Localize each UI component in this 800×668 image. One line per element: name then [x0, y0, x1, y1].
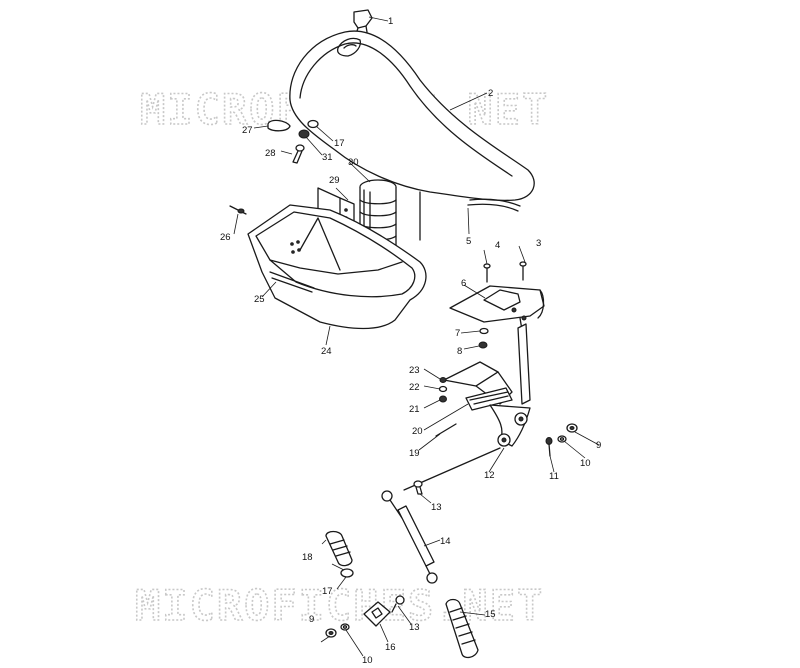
part-plate [363, 601, 391, 627]
part-nut-upper [298, 129, 310, 139]
part-washer-upper [307, 119, 319, 129]
callout-13-lower: 13 [409, 622, 420, 633]
part-seal-strip [467, 198, 521, 212]
part-tray [247, 204, 427, 330]
part-screw-28 [292, 144, 305, 164]
callout-4: 4 [495, 240, 500, 251]
part-lower-grip [445, 598, 479, 659]
callout-17-lower: 17 [322, 586, 333, 597]
callout-30: 30 [348, 157, 359, 168]
part-rivet [229, 205, 247, 215]
part-washer-lower [340, 568, 354, 578]
part-washer-10-lower [340, 623, 350, 631]
part-nut-9-lower [325, 628, 337, 638]
part-hinge-arm [443, 361, 531, 447]
callout-26: 26 [220, 232, 231, 243]
part-screw-3 [519, 261, 527, 281]
callout-21: 21 [409, 404, 420, 415]
part-pin [435, 423, 457, 437]
callout-labels: 1 2 3 4 5 6 7 8 9 9 10 10 11 12 13 13 14… [220, 16, 601, 666]
callout-7: 7 [455, 328, 460, 339]
callout-5: 5 [466, 236, 471, 247]
callout-28: 28 [265, 148, 276, 159]
callout-12: 12 [484, 470, 495, 481]
part-hood [289, 30, 535, 241]
part-grip-handle [325, 530, 353, 567]
callout-18: 18 [302, 552, 313, 563]
callout-16: 16 [385, 642, 396, 653]
watermark-bottom: MICROFICHES.NET [135, 581, 544, 630]
part-nut-9-upper [566, 423, 578, 433]
callout-13-upper: 13 [431, 502, 442, 513]
part-support-arm [517, 323, 531, 405]
callout-25: 25 [254, 294, 265, 305]
part-gas-strut [381, 490, 438, 584]
part-washer-7 [479, 327, 489, 335]
part-nut-23 [439, 377, 447, 383]
callout-19: 19 [409, 448, 420, 459]
callout-17-upper: 17 [334, 138, 345, 149]
callout-29: 29 [329, 175, 340, 186]
callout-23: 23 [409, 365, 420, 376]
callout-27: 27 [242, 125, 253, 136]
part-upper-bracket [449, 285, 545, 331]
callout-22: 22 [409, 382, 420, 393]
part-bolt-11 [545, 437, 553, 457]
part-nut-8 [478, 341, 488, 349]
callout-14: 14 [440, 536, 451, 547]
callout-8: 8 [457, 346, 462, 357]
part-nut-21 [439, 395, 447, 403]
part-pad [267, 119, 291, 132]
callout-10-upper: 10 [580, 458, 591, 469]
part-ball-joint-upper [413, 480, 423, 495]
callout-31: 31 [322, 152, 333, 163]
part-washer-10-upper [557, 435, 567, 443]
callout-15: 15 [485, 609, 496, 620]
leader-lines [233, 16, 600, 657]
part-latch [353, 9, 373, 35]
callout-9-lower: 9 [309, 614, 314, 625]
callout-11: 11 [549, 471, 559, 482]
callout-6: 6 [461, 278, 466, 289]
part-screw-4 [483, 263, 491, 283]
callout-20: 20 [412, 426, 423, 437]
callout-3: 3 [536, 238, 541, 249]
callout-10-lower: 10 [362, 655, 373, 666]
part-ball-stud-lower [391, 595, 405, 613]
part-tray-strip [269, 271, 315, 293]
callout-9-upper: 9 [596, 440, 601, 451]
part-washer-22 [438, 385, 448, 393]
callout-1: 1 [388, 16, 393, 27]
callout-24: 24 [321, 346, 332, 357]
callout-2: 2 [488, 88, 493, 99]
